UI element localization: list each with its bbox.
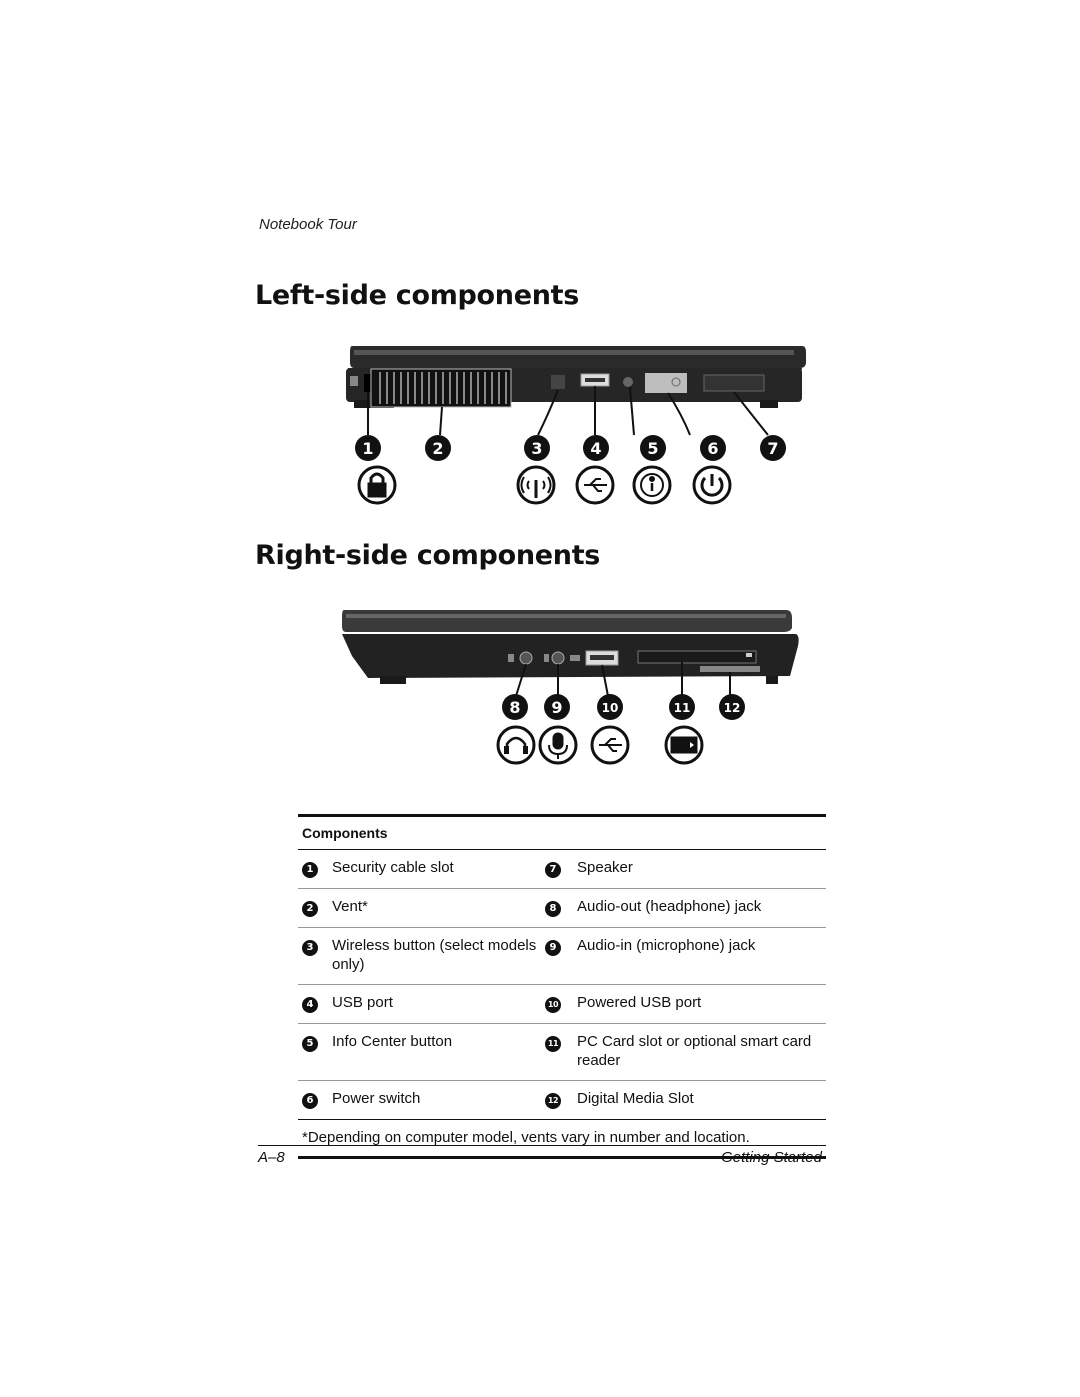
component-label: Powered USB port — [573, 984, 826, 1024]
svg-text:12: 12 — [724, 701, 741, 715]
table-row: 1 Security cable slot 7 Speaker — [298, 849, 826, 889]
svg-text:6: 6 — [707, 439, 718, 458]
right-side-figure: 8 9 10 11 12 — [342, 610, 799, 765]
right-side-heading: Right-side components — [255, 540, 601, 571]
svg-text:9: 9 — [551, 698, 562, 717]
usb-icon — [575, 465, 615, 505]
callout-7: 7 — [760, 435, 786, 461]
callout-badge: 7 — [545, 862, 561, 878]
page-number: A–8 — [258, 1149, 285, 1166]
component-label: Vent* — [328, 888, 541, 928]
table-row: 6 Power switch 12 Digital Media Slot — [298, 1081, 826, 1120]
component-label: PC Card slot or optional smart card read… — [573, 1023, 826, 1081]
callout-1: 1 — [355, 435, 381, 461]
callout-2: 2 — [425, 435, 451, 461]
callout-badge: 9 — [545, 940, 561, 956]
component-label: Power switch — [332, 1090, 421, 1107]
svg-text:2: 2 — [432, 439, 443, 458]
svg-text:3: 3 — [531, 439, 542, 458]
component-label: Speaker — [573, 849, 826, 889]
callout-5: 5 — [640, 435, 666, 461]
wireless-icon — [516, 465, 556, 505]
components-table: Components 1 Security cable slot 7 Speak… — [298, 814, 826, 1159]
microphone-icon — [538, 725, 578, 765]
table-row: 5 Info Center button 11 PC Card slot or … — [298, 1023, 826, 1081]
power-icon — [692, 465, 732, 505]
callout-10: 10 — [597, 694, 623, 720]
callout-badge: 4 — [302, 997, 318, 1013]
callout-badge: 5 — [302, 1036, 318, 1052]
component-label: Digital Media Slot — [577, 1090, 694, 1107]
table-row: 2 Vent* 8 Audio-out (headphone) jack — [298, 888, 826, 928]
svg-text:8: 8 — [509, 698, 520, 717]
component-label: Wireless button (select models only) — [328, 927, 541, 985]
callout-12: 12 — [719, 694, 745, 720]
callout-6: 6 — [700, 435, 726, 461]
callout-9: 9 — [544, 694, 570, 720]
component-label: Audio-in (microphone) jack — [573, 927, 826, 985]
callout-badge: 1 — [302, 862, 318, 878]
svg-text:1: 1 — [362, 439, 373, 458]
table-footnote: *Depending on computer model, vents vary… — [298, 1119, 826, 1159]
table-row: 4 USB port 10 Powered USB port — [298, 984, 826, 1024]
lock-icon — [357, 465, 397, 505]
component-label: Security cable slot — [328, 849, 541, 889]
component-label: Audio-out (headphone) jack — [573, 888, 826, 928]
table-header: Components — [298, 814, 826, 850]
callout-badge: 2 — [302, 901, 318, 917]
callout-3: 3 — [524, 435, 550, 461]
digital-media-icon — [664, 725, 704, 765]
footer-rule — [258, 1145, 826, 1146]
usb-icon — [590, 725, 630, 765]
component-label: Info Center button — [328, 1023, 541, 1081]
callout-badge: 11 — [545, 1036, 561, 1052]
left-side-figure: 1 2 3 4 5 6 7 — [346, 346, 806, 505]
svg-text:7: 7 — [767, 439, 778, 458]
callout-badge: 10 — [545, 997, 561, 1013]
left-side-heading: Left-side components — [255, 280, 580, 311]
svg-text:4: 4 — [590, 439, 601, 458]
info-icon — [632, 465, 672, 505]
headphone-icon — [496, 725, 536, 765]
svg-text:11: 11 — [674, 701, 691, 715]
callout-badge: 6 — [302, 1093, 318, 1109]
table-row: 3 Wireless button (select models only) 9… — [298, 927, 826, 985]
book-title: Getting Started — [721, 1149, 822, 1166]
callout-4: 4 — [583, 435, 609, 461]
callout-11: 11 — [669, 694, 695, 720]
component-label: USB port — [328, 984, 541, 1024]
callout-badge: 12 — [545, 1093, 561, 1109]
callout-badge: 3 — [302, 940, 318, 956]
callout-8: 8 — [502, 694, 528, 720]
svg-text:5: 5 — [647, 439, 658, 458]
running-head: Notebook Tour — [259, 216, 357, 233]
callout-badge: 8 — [545, 901, 561, 917]
svg-text:10: 10 — [602, 701, 619, 715]
